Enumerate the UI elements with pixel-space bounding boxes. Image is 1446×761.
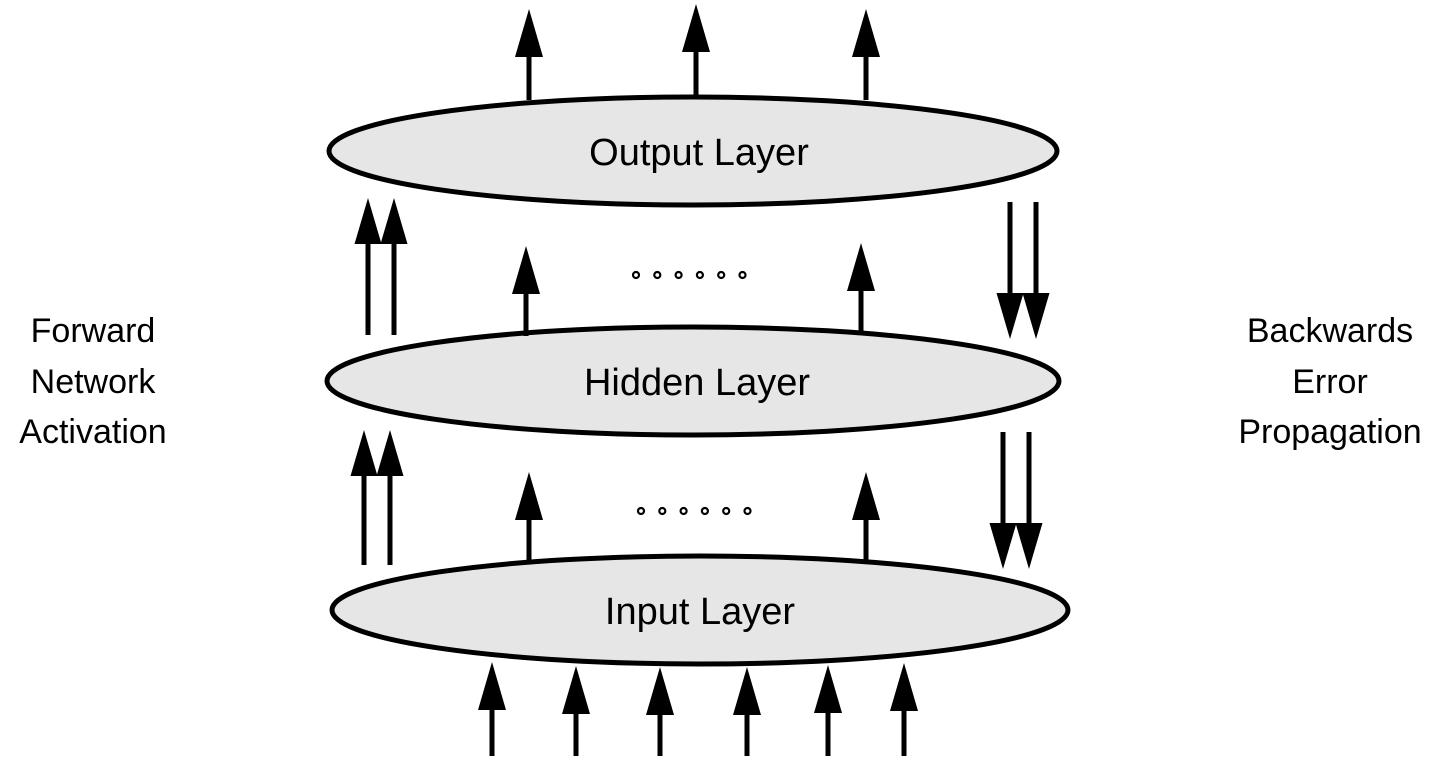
left-label-line-1: Forward	[31, 312, 156, 350]
forward-arrow-head	[354, 198, 382, 244]
right-label-line-3: Propagation	[1238, 413, 1421, 451]
hidden-output-arrow-head	[512, 246, 540, 294]
forward-activation-arrows	[350, 198, 408, 565]
hidden-layer: Hidden Layer	[324, 324, 1062, 438]
output-arrow-head	[682, 4, 710, 52]
ellipsis-dots-lower	[636, 506, 752, 516]
ellipsis-dot	[631, 270, 641, 280]
input-arrow-head	[478, 662, 506, 710]
left-label-line-2: Network	[31, 363, 157, 401]
input-arrow-head	[814, 665, 842, 713]
ellipsis-dot	[653, 270, 662, 280]
backward-arrow	[1015, 432, 1043, 569]
left-label-line-3: Activation	[19, 413, 166, 451]
input-hidden-arrow-head	[852, 472, 880, 520]
output-layer: Output Layer	[326, 94, 1060, 208]
output-arrows	[515, 4, 880, 100]
input-arrow	[814, 665, 842, 756]
forward-arrow	[354, 198, 382, 335]
hidden-output-arrow-head	[847, 243, 875, 291]
forward-arrow-head	[376, 430, 404, 476]
backward-arrow-head	[1015, 523, 1043, 569]
forward-network-activation-label: Forward Network Activation	[19, 312, 166, 451]
input-arrow-head	[890, 663, 918, 711]
ellipsis-dots-upper	[631, 270, 747, 280]
input-layer-ellipse	[329, 553, 1071, 667]
right-label-line-2: Error	[1292, 363, 1368, 401]
input-arrows	[478, 662, 918, 756]
ellipsis-dot	[743, 506, 752, 516]
ellipsis-dot	[679, 506, 688, 516]
input-arrow	[562, 666, 590, 756]
output-arrow	[515, 9, 543, 100]
forward-arrow-head	[380, 198, 408, 244]
input-layer-label: Input Layer	[605, 591, 795, 633]
hidden-output-arrow	[512, 246, 540, 336]
hidden-layer-label: Hidden Layer	[584, 362, 810, 404]
ellipsis-dot	[658, 506, 667, 516]
ellipsis-dot	[695, 270, 705, 280]
hidden-output-arrow	[847, 243, 875, 334]
backward-arrow	[989, 432, 1017, 569]
input-arrow-head	[646, 667, 674, 715]
ellipsis-dot	[717, 270, 726, 280]
forward-arrow-head	[350, 430, 378, 476]
input-arrow	[646, 667, 674, 756]
hidden-to-output-arrows	[512, 243, 875, 336]
backwards-error-propagation-label: Backwards Error Propagation	[1238, 312, 1421, 451]
input-arrow	[890, 663, 918, 756]
ellipsis-dot	[636, 506, 646, 516]
input-hidden-arrow	[852, 472, 880, 563]
backward-arrow	[1022, 202, 1050, 339]
input-hidden-arrow-head	[515, 472, 543, 520]
input-arrow-head	[733, 667, 761, 715]
ellipsis-dot	[738, 270, 747, 280]
output-arrow	[682, 4, 710, 95]
backward-arrow-head	[989, 523, 1017, 569]
output-arrow	[852, 9, 880, 100]
hidden-layer-ellipse	[324, 324, 1062, 438]
output-arrow-head	[515, 9, 543, 57]
output-arrow-head	[852, 9, 880, 57]
forward-arrow	[376, 430, 404, 565]
right-label-line-1: Backwards	[1247, 312, 1413, 350]
backward-error-arrows	[989, 202, 1050, 569]
input-to-hidden-arrows	[515, 472, 880, 563]
ellipsis-dot	[700, 506, 710, 516]
ellipsis-dot	[722, 506, 731, 516]
input-layer: Input Layer	[329, 553, 1071, 667]
backward-arrow-head	[1022, 293, 1050, 339]
forward-arrow	[350, 430, 378, 565]
backward-arrow	[996, 202, 1024, 339]
input-arrow-head	[562, 666, 590, 714]
output-layer-label: Output Layer	[589, 132, 809, 174]
forward-arrow	[380, 198, 408, 335]
backward-arrow-head	[996, 293, 1024, 339]
input-arrow	[478, 662, 506, 756]
output-layer-ellipse	[326, 94, 1060, 208]
input-hidden-arrow	[515, 472, 543, 563]
ellipsis-dot	[674, 270, 683, 280]
input-arrow	[733, 667, 761, 756]
